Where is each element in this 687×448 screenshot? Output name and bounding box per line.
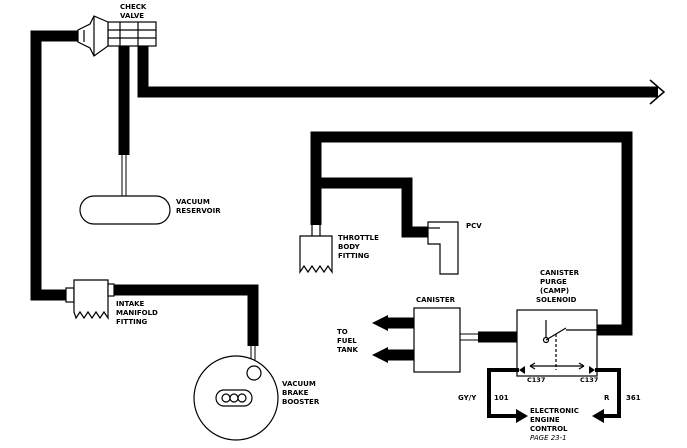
wire-right-circuit: 361	[626, 394, 641, 402]
intake-manifold-fitting	[65, 279, 115, 320]
intake-manifold-label-1: INTAKE	[116, 300, 145, 308]
throttle-body-label-3: FITTING	[338, 252, 370, 260]
vacuum-reservoir-label-1: VACUUM	[176, 198, 210, 206]
camp-label-1: CANISTER	[540, 269, 580, 277]
camp-solenoid	[516, 309, 598, 377]
connector-right-label: C137	[580, 376, 598, 384]
throttle-body-label-1: THROTTLE	[338, 234, 379, 242]
page-reference: PAGE 23-1	[530, 434, 567, 442]
ecm-wires	[487, 368, 621, 418]
ecm-label-2: ENGINE	[530, 416, 560, 424]
connector-right-marker	[589, 366, 595, 374]
connector-left-marker	[519, 366, 525, 374]
to-fuel-tank-label-1: TO	[337, 328, 348, 336]
connector-markers	[519, 366, 595, 374]
ecm-arrows	[516, 409, 604, 423]
intake-manifold-label-3: FITTING	[116, 318, 148, 326]
vacuum-reservoir-label-2: RESERVOIR	[176, 207, 221, 215]
check-valve-label-1: CHECK	[120, 3, 147, 11]
arrow-fuel-tank-lower	[372, 347, 388, 363]
wire-left-color: GY/Y	[458, 394, 477, 402]
intake-manifold-label-2: MANIFOLD	[116, 309, 158, 317]
check-valve	[77, 15, 157, 57]
arrow-fuel-tank-upper	[372, 315, 388, 331]
ecm-label-1: ELECTRONIC	[530, 407, 579, 415]
arrow-ecm-right	[592, 409, 604, 423]
wire-right-color: R	[604, 394, 610, 402]
to-fuel-tank-label-3: TANK	[337, 346, 359, 354]
wire-left-circuit: 101	[494, 394, 509, 402]
vacuum-reservoir	[79, 195, 171, 225]
brake-booster-label-2: BRAKE	[282, 389, 309, 397]
hose-check-valve-to-manifold	[30, 30, 78, 301]
canister-label: CANISTER	[416, 296, 456, 304]
brake-booster-label-3: BOOSTER	[282, 398, 320, 406]
to-fuel-tank-label-2: FUEL	[337, 337, 357, 345]
hose-to-engine	[137, 46, 658, 98]
pcv-label: PCV	[466, 222, 482, 230]
hose-pcv-branch	[316, 177, 428, 238]
hose-throttle-to-camp	[310, 131, 633, 336]
throttle-body-label-2: BODY	[338, 243, 361, 251]
canister	[413, 307, 461, 373]
pcv-valve	[427, 221, 459, 275]
brake-booster-label-1: VACUUM	[282, 380, 316, 388]
check-valve-label-2: VALVE	[120, 12, 144, 20]
fuel-tank-arrows	[372, 315, 388, 363]
arrow-to-engine	[649, 79, 666, 105]
camp-label-3: (CAMP)	[540, 287, 569, 295]
wire-right	[595, 368, 621, 418]
hose-manifold-to-booster	[108, 284, 259, 346]
connector-left-label: C137	[527, 376, 545, 384]
brake-booster	[193, 355, 279, 441]
ecm-label-3: CONTROL	[530, 425, 568, 433]
wire-left	[487, 368, 519, 418]
vacuum-hoses	[30, 30, 658, 361]
camp-label-4: SOLENOID	[536, 296, 577, 304]
throttle-body-fitting	[299, 225, 333, 274]
camp-label-2: PURGE	[540, 278, 567, 286]
arrow-ecm-left	[516, 409, 528, 423]
